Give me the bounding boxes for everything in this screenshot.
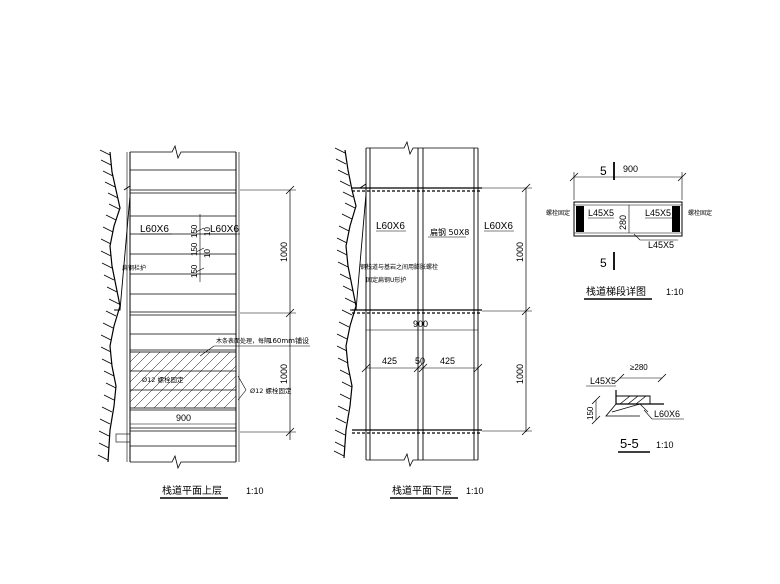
upper-rock-face — [107, 151, 121, 463]
detail-title: 栈道梯段详图 — [586, 285, 646, 298]
upper-dim-1000-bottom: 1000 — [279, 364, 289, 384]
upper-note-bolt-left: Ø12 螺栓固定 — [142, 375, 184, 384]
lower-dim-50: 50 — [415, 356, 425, 366]
section-scale: 1:10 — [656, 440, 674, 450]
upper-title: 栈道平面上层 — [162, 484, 222, 497]
upper-dim-1000-top: 1000 — [279, 242, 289, 262]
upper-angle-left: L60X6 — [140, 224, 169, 235]
lower-dim-1000-top: 1000 — [515, 242, 525, 262]
detail-note-left: 螺栓固定 — [546, 209, 570, 217]
detail-dim-900: 900 — [623, 164, 638, 174]
detail-dim-280: 280 — [618, 215, 628, 230]
detail-section-mark-bottom: 5 — [600, 256, 607, 270]
lower-rock-face — [343, 149, 357, 459]
detail-section-mark-top: 5 — [600, 164, 607, 178]
upper-spacing-5: 150 — [190, 264, 199, 278]
lower-dim-425-right: 425 — [440, 356, 455, 366]
detail-view: 5 900 280 L45X5 L45X5 L45X5 螺栓固定 螺栓固定 5 … — [546, 162, 712, 300]
lower-dim-900: 900 — [413, 319, 428, 329]
upper-plan: 150 150 10 10 150 L60X6 L60X6 扁钢栏护 木条表面处… — [97, 144, 310, 499]
lower-title: 栈道平面下层 — [392, 484, 452, 497]
upper-hatched-zone — [129, 351, 237, 409]
lower-cross-members — [352, 187, 482, 434]
upper-spacing-2: 150 — [190, 242, 199, 256]
section-angle-bottom: L60X6 — [654, 409, 680, 419]
upper-planks — [130, 169, 236, 447]
upper-spacing-3: 10 — [203, 227, 212, 236]
lower-note-2: 固定扁钢U形护 — [366, 276, 406, 284]
upper-spacing-1: 150 — [190, 224, 199, 238]
lower-note-1: 钢栈道与基岩之间用膨胀螺栓 — [360, 263, 438, 271]
detail-angle-right: L45X5 — [645, 208, 671, 218]
upper-dim-900: 900 — [176, 413, 191, 423]
lower-rock-hatch — [333, 147, 356, 457]
upper-angle-right: L60X6 — [210, 224, 239, 235]
section-angle-top: L45X5 — [590, 376, 616, 386]
upper-note-wood: 木条表面处理，每隔 — [216, 337, 270, 345]
section-title: 5-5 — [620, 436, 639, 451]
lower-angle-right: L60X6 — [484, 221, 513, 232]
upper-scale: 1:10 — [246, 486, 264, 496]
detail-angle-bottom: L45X5 — [648, 240, 674, 250]
upper-note-rail: 扁钢栏护 — [122, 264, 146, 272]
lower-scale: 1:10 — [466, 486, 484, 496]
section-5-5: L45X5 ≥280 150 L60X6 5-5 1:10 — [586, 363, 684, 453]
lower-dim-425-left: 425 — [382, 356, 397, 366]
lower-plan: L60X6 扁钢 50X8 L60X6 钢栈道与基岩之间用膨胀螺栓 固定扁钢U形… — [333, 140, 532, 499]
upper-note-160: 160mm铺设 — [268, 336, 309, 345]
detail-note-right: 螺栓固定 — [688, 209, 712, 217]
upper-note-bolt-right: Ø12 螺栓固定 — [250, 386, 292, 395]
lower-flat-steel: 扁钢 50X8 — [430, 227, 469, 237]
detail-scale: 1:10 — [666, 287, 684, 297]
section-dim-280: ≥280 — [630, 363, 648, 372]
section-dim-150: 150 — [586, 406, 595, 420]
upper-spacing-4: 10 — [203, 249, 212, 258]
lower-dim-1000-bottom: 1000 — [515, 364, 525, 384]
upper-rock-hatch — [97, 149, 120, 461]
lower-angle-left: L60X6 — [376, 221, 405, 232]
detail-angle-left: L45X5 — [588, 208, 614, 218]
